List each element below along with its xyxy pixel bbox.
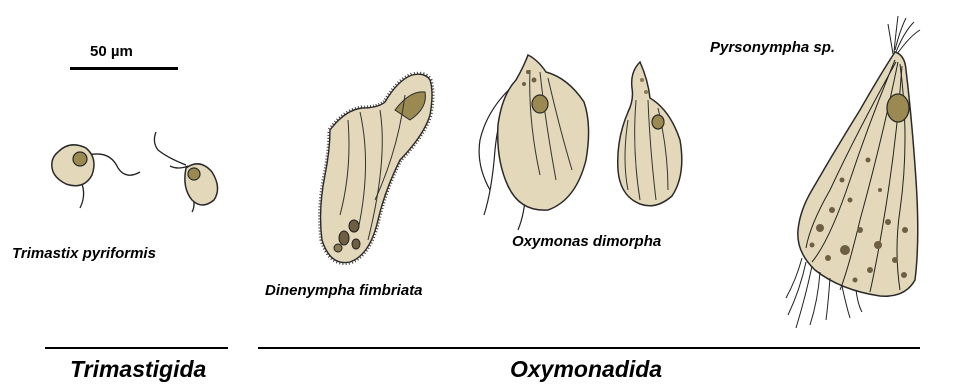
oxymonas-cell-2 xyxy=(618,62,682,206)
scale-label: 50 µm xyxy=(90,44,133,59)
dinenympha-granule xyxy=(352,239,360,249)
dinenympha-granule xyxy=(334,244,342,252)
trimastix-cell-1 xyxy=(52,145,140,208)
trimastix-body xyxy=(52,145,94,186)
label-dinenympha-fimbriata: Dinenympha fimbriata xyxy=(265,283,423,298)
label-pyrsonympha-sp: Pyrsonympha sp. xyxy=(710,40,835,55)
label-oxymonas-dimorpha: Oxymonas dimorpha xyxy=(512,234,661,249)
dinenympha-cell xyxy=(321,74,432,262)
group-line-oxymonadida xyxy=(258,347,920,349)
pyrsonympha-nucleus xyxy=(887,94,909,122)
trimastix-flagellum xyxy=(80,184,84,208)
dinenympha-granule xyxy=(349,220,359,232)
group-label-trimastigida: Trimastigida xyxy=(70,358,206,381)
group-line-trimastigida xyxy=(45,347,228,349)
oxymonas-body xyxy=(498,55,589,210)
trimastix-flagellum xyxy=(154,132,186,165)
oxymonas-nucleus xyxy=(652,115,664,129)
trimastix-nucleus xyxy=(73,152,87,166)
trimastix-cell-2 xyxy=(154,132,217,212)
dinenympha-granule xyxy=(339,231,349,245)
trimastix-nucleus xyxy=(188,168,200,180)
pyrsonympha-apical-flagella xyxy=(888,16,920,54)
pyrsonympha-cell xyxy=(786,16,920,328)
oxymonas-nucleus xyxy=(532,95,548,113)
label-trimastix-pyriformis: Trimastix pyriformis xyxy=(12,246,156,261)
oxymonas-cell-1 xyxy=(479,55,588,230)
scale-bar xyxy=(70,67,178,70)
group-label-oxymonadida: Oxymonadida xyxy=(510,358,662,381)
trimastix-flagellum xyxy=(88,154,140,175)
